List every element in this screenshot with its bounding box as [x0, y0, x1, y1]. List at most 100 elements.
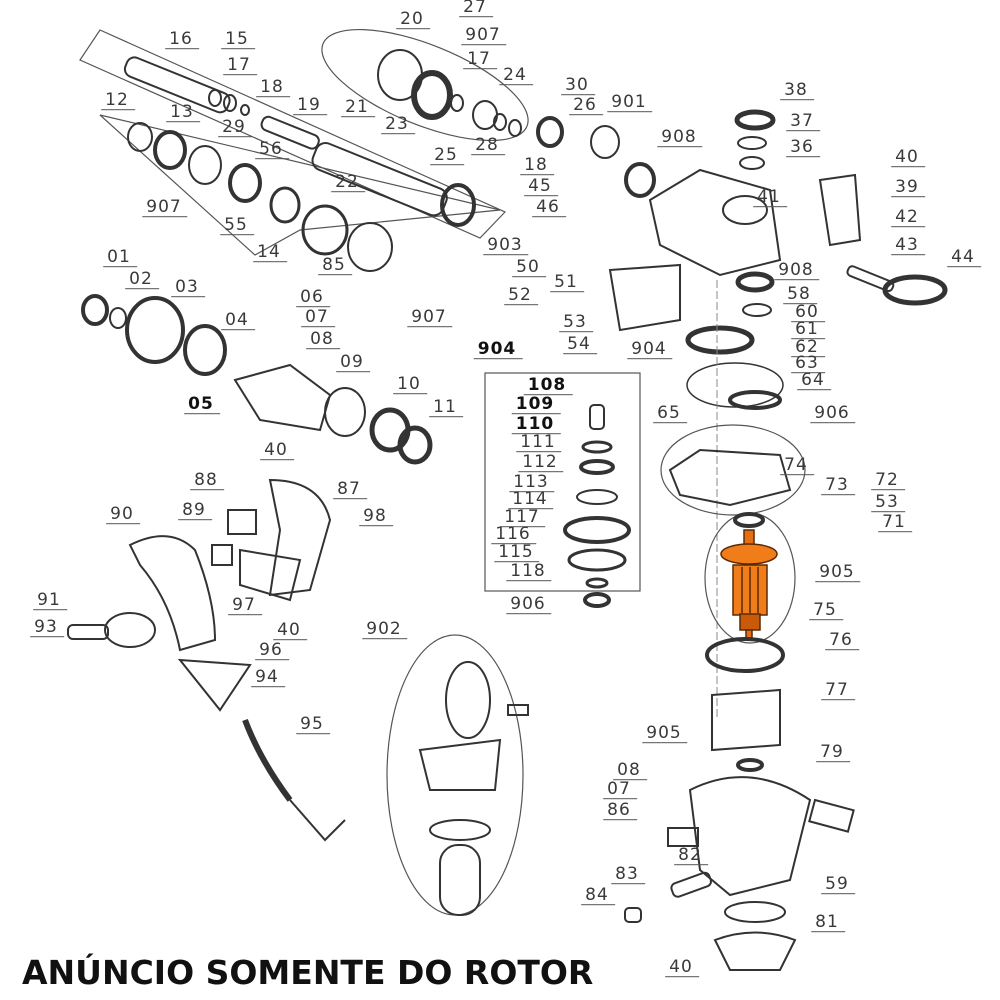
- part-number-label: 93: [30, 619, 64, 638]
- side-handle-902: [418, 661, 529, 916]
- part-number-label: 84: [581, 887, 615, 906]
- part-number-label: 26: [569, 97, 603, 116]
- part-number-label: 85: [318, 257, 352, 276]
- part-number-label: 110: [511, 416, 561, 435]
- part-number-label: 907: [407, 309, 453, 328]
- part-number-label: 09: [336, 354, 370, 373]
- part-number-label: 98: [359, 508, 393, 527]
- part-number-label: 83: [611, 866, 645, 885]
- part-number-label: 907: [461, 27, 507, 46]
- part-number-label: 109: [511, 396, 561, 415]
- part-number-label: 81: [811, 914, 845, 933]
- part-number-label: 24: [499, 67, 533, 86]
- part-number-label: 904: [627, 341, 673, 360]
- group-frame-907: [99, 114, 501, 256]
- part-number-label: 03: [171, 279, 205, 298]
- part-number-label: 05: [184, 396, 220, 415]
- part-number-label: 82: [674, 847, 708, 866]
- part-number-label: 908: [774, 262, 820, 281]
- part-number-label: 40: [260, 442, 294, 461]
- part-number-label: 97: [228, 597, 262, 616]
- part-number-label: 43: [891, 237, 925, 256]
- part-number-label: 28: [471, 137, 505, 156]
- motor-housing: [624, 637, 855, 971]
- part-number-label: 04: [221, 312, 255, 331]
- part-number-label: 08: [613, 762, 647, 781]
- part-number-label: 116: [491, 526, 537, 545]
- shaft-parts: [123, 49, 564, 272]
- part-number-label: 905: [815, 564, 861, 583]
- part-number-label: 41: [753, 189, 787, 208]
- part-number-label: 23: [381, 116, 415, 135]
- part-number-label: 18: [256, 79, 290, 98]
- group-box-904: [484, 372, 641, 592]
- part-number-label: 22: [331, 174, 365, 193]
- part-number-label: 87: [333, 481, 367, 500]
- part-number-label: 12: [101, 92, 135, 111]
- part-number-label: 56: [255, 141, 289, 160]
- intermediate-flange: [668, 448, 792, 507]
- part-number-label: 40: [273, 622, 307, 641]
- part-number-label: 60: [791, 304, 825, 323]
- part-number-label: 17: [223, 57, 257, 76]
- part-number-label: 79: [816, 744, 850, 763]
- part-number-label: 30: [561, 77, 595, 96]
- part-number-label: 11: [429, 399, 463, 418]
- part-number-label: 111: [516, 434, 562, 453]
- bearing: [733, 512, 765, 528]
- part-number-label: 62: [791, 339, 825, 358]
- part-number-label: 13: [166, 104, 200, 123]
- part-number-label: 42: [891, 209, 925, 228]
- part-number-label: 118: [506, 563, 552, 582]
- part-number-label: 88: [190, 472, 224, 491]
- part-number-label: 21: [341, 99, 375, 118]
- part-number-label: 904: [473, 341, 523, 360]
- part-number-label: 59: [821, 876, 855, 895]
- part-number-label: 905: [642, 725, 688, 744]
- part-number-label: 44: [947, 249, 981, 268]
- rotor: [720, 529, 778, 639]
- part-number-label: 50: [512, 259, 546, 278]
- part-number-label: 51: [550, 274, 584, 293]
- part-number-label: 40: [665, 959, 699, 978]
- part-number-label: 27: [459, 0, 493, 18]
- part-number-label: 19: [293, 97, 327, 116]
- part-number-label: 53: [559, 314, 593, 333]
- part-number-label: 20: [396, 11, 430, 30]
- ad-footer-caption: ANÚNCIO SOMENTE DO ROTOR: [22, 953, 594, 992]
- gear-kit-904: [563, 404, 631, 608]
- part-number-label: 112: [518, 454, 564, 473]
- part-number-label: 18: [520, 157, 554, 176]
- part-number-label: 54: [563, 336, 597, 355]
- part-number-label: 07: [301, 309, 335, 328]
- part-number-label: 63: [791, 355, 825, 374]
- part-number-label: 08: [306, 331, 340, 350]
- part-number-label: 903: [483, 237, 529, 256]
- part-number-label: 07: [603, 781, 637, 800]
- gear-housing: [590, 109, 948, 720]
- part-number-label: 06: [296, 289, 330, 308]
- part-number-label: 73: [821, 477, 855, 496]
- part-number-label: 115: [494, 544, 540, 563]
- part-number-label: 113: [509, 474, 555, 493]
- part-number-label: 906: [506, 596, 552, 615]
- part-number-label: 907: [142, 199, 188, 218]
- part-number-label: 01: [103, 249, 137, 268]
- part-number-label: 77: [821, 682, 855, 701]
- part-number-label: 36: [786, 139, 820, 158]
- part-number-label: 52: [504, 287, 538, 306]
- part-number-label: 901: [607, 94, 653, 113]
- part-number-label: 17: [463, 51, 497, 70]
- group-ellipse-902: [386, 634, 524, 916]
- part-number-label: 89: [178, 502, 212, 521]
- part-number-label: 46: [532, 199, 566, 218]
- part-number-label: 72: [871, 472, 905, 491]
- part-number-label: 108: [523, 377, 573, 396]
- part-number-label: 61: [791, 321, 825, 340]
- part-number-label: 95: [296, 716, 330, 735]
- part-number-label: 45: [524, 178, 558, 197]
- part-number-label: 16: [165, 31, 199, 50]
- part-number-label: 14: [253, 244, 287, 263]
- part-number-label: 91: [33, 592, 67, 611]
